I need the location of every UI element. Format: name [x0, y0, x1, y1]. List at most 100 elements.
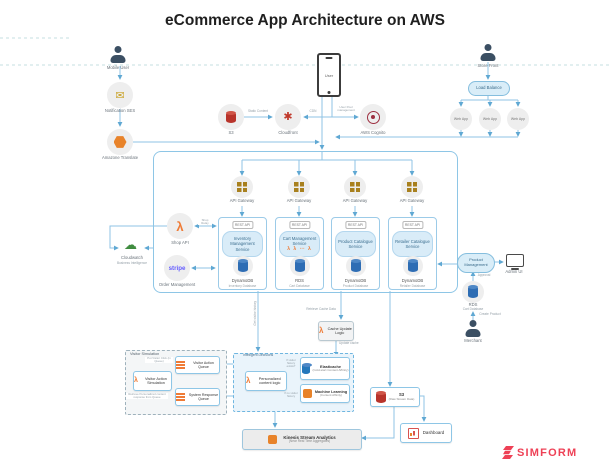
dashboard-box: Dashboard: [400, 423, 452, 443]
edge-create-product: Create Product: [477, 312, 503, 317]
ses-label: Notification SES: [104, 108, 136, 113]
web-app-node-1: Web App: [450, 108, 472, 130]
db-sub: Inventory Database: [228, 283, 257, 288]
translate-icon: [113, 136, 127, 148]
rds-icon: [468, 285, 478, 298]
system-response-queue-label: System Response Queue: [188, 392, 219, 401]
s3-raw-sub-label: (Raw Stream Data): [388, 396, 415, 401]
s3-node: [218, 104, 244, 130]
elasticache-sub-label: (Cold-start Content Affinity): [312, 367, 349, 372]
cognito-icon: [366, 110, 380, 124]
edge-no-history: If no visitor history: [284, 391, 298, 399]
stripe-node: stripe: [164, 255, 190, 281]
service-name: Product Catalogue Service: [335, 231, 376, 257]
db-sub: Retailer Database: [399, 283, 426, 288]
user-label: User: [324, 72, 334, 78]
shop-api-label: Shop API: [171, 240, 189, 245]
rest-api-badge: REST API: [344, 221, 367, 229]
intelligent-decisions-label: Intelligent Decisions: [243, 353, 274, 357]
rds-label: RDS: [468, 302, 478, 307]
system-response-queue-box: System Response Queue: [175, 388, 220, 406]
merchant-label: Merchant: [464, 338, 482, 343]
cloudfront-label: Cloudfront: [278, 130, 298, 135]
personalized-content-label: Personalized content logic: [258, 376, 281, 385]
edge-history-exists: If visitor history exists?: [286, 358, 296, 369]
edge-get-visitor-history: Get visitor history: [253, 300, 258, 327]
dashboard-icon: [407, 427, 419, 439]
db-name: DynamoDB: [231, 278, 254, 283]
cognito-node: [360, 104, 386, 130]
db-name: DynamoDB: [401, 278, 424, 283]
mobile-user-label: Mobile User: [106, 65, 130, 70]
visitor-action-simulation-box: λ Visitor Action Simulation: [133, 371, 172, 391]
translate-label: Amazone Translate: [101, 155, 139, 160]
elasticache-label: Elasticache: [320, 364, 341, 369]
sqs-queue-icon: [176, 393, 185, 401]
rest-api-badge: REST API: [401, 221, 424, 229]
api-gateway-label-3: API Gateway: [342, 198, 368, 203]
api-gateway-node-3: [344, 176, 366, 198]
db-node: [402, 256, 423, 276]
admin-ui-icon: [506, 254, 524, 267]
db-sub: Product Database: [342, 283, 369, 288]
web-app-label-1: Web App: [453, 117, 469, 121]
visitor-action-queue-label: Visitor Action Queue: [193, 360, 214, 369]
elasticache-icon: [301, 362, 312, 374]
api-gateway-label-1: API Gateway: [229, 198, 255, 203]
edge-approval: Approval: [477, 273, 491, 277]
api-gateway-label-4: API Gateway: [399, 198, 425, 203]
user-phone: User: [317, 53, 341, 97]
kinesis-icon: [268, 435, 278, 444]
api-gateway-icon-3: [350, 182, 360, 192]
visitor-simulation-label: Visitor Simulation: [130, 352, 160, 356]
cache-update-label: Cache Update Logic: [327, 326, 352, 335]
sqs-queue-icon: [176, 361, 185, 369]
s3-icon: [375, 390, 386, 403]
web-app-node-2: Web App: [479, 108, 501, 130]
cloudwatch-label: Cloudwatch: [121, 255, 143, 260]
edge-retrieve-response: Retrieve Personalized content response f…: [126, 392, 168, 400]
simform-mark-icon: [502, 446, 514, 459]
db-node: [289, 256, 310, 276]
edge-put-visitor-click: Put Visitor Click (in Queue): [145, 356, 173, 364]
edge-update-cache: Update cache: [339, 341, 359, 345]
cloudwatch-icon: ☁: [124, 237, 137, 252]
service-name: Inventory Management Service: [222, 231, 263, 257]
db-name: DynamoDB: [344, 278, 367, 283]
api-gateway-icon-2: [294, 182, 304, 192]
api-gateway-node-1: [231, 176, 253, 198]
s3-raw-label: S3: [398, 391, 405, 397]
rds-sub-label: Cart Database: [462, 307, 484, 311]
elasticache-box: Elasticache (Cold-start Content Affinity…: [300, 357, 350, 380]
s3-icon: [226, 110, 236, 123]
db-node: [232, 256, 253, 276]
store-front-icon: [479, 44, 497, 61]
admin-ui-label: Admin UI: [505, 269, 523, 274]
lambda-icon: λ: [319, 326, 324, 336]
web-app-label-2: Web App: [482, 117, 498, 121]
kinesis-label: Kinesis Stream Analytics: [283, 435, 336, 441]
machine-learning-icon: [302, 389, 312, 398]
db-name: RDS: [295, 278, 304, 283]
mobile-user-icon: [109, 46, 127, 63]
service-box-inventory: REST API Inventory Management Service Dy…: [218, 217, 267, 290]
s3-label: S3: [228, 130, 234, 135]
machine-learning-sub-label: (Content Affinity): [319, 392, 343, 397]
service-box-product: REST API Product Catalogue Service Dynam…: [331, 217, 380, 290]
visitor-action-simulation-label: Visitor Action Simulation: [145, 376, 167, 385]
api-gateway-label-2: API Gateway: [286, 198, 312, 203]
service-name: Cart Management Service λ λ ⋯ λ: [279, 231, 320, 257]
personalized-content-box: λ Personalized content logic: [245, 371, 287, 391]
cloudfront-icon: ✱: [283, 110, 293, 123]
dynamodb-icon: [237, 259, 248, 272]
visitor-action-queue-box: Visitor Action Queue: [175, 356, 220, 374]
kinesis-box: Kinesis Stream Analytics (Near Real Time…: [242, 429, 362, 450]
web-app-node-3: Web App: [507, 108, 529, 130]
web-app-label-3: Web App: [510, 117, 526, 121]
lambda-icon: λ: [176, 218, 184, 234]
rds-icon: [294, 259, 305, 272]
stripe-logo: stripe: [168, 264, 186, 272]
services-container: [153, 151, 458, 293]
api-gateway-node-4: [401, 176, 423, 198]
